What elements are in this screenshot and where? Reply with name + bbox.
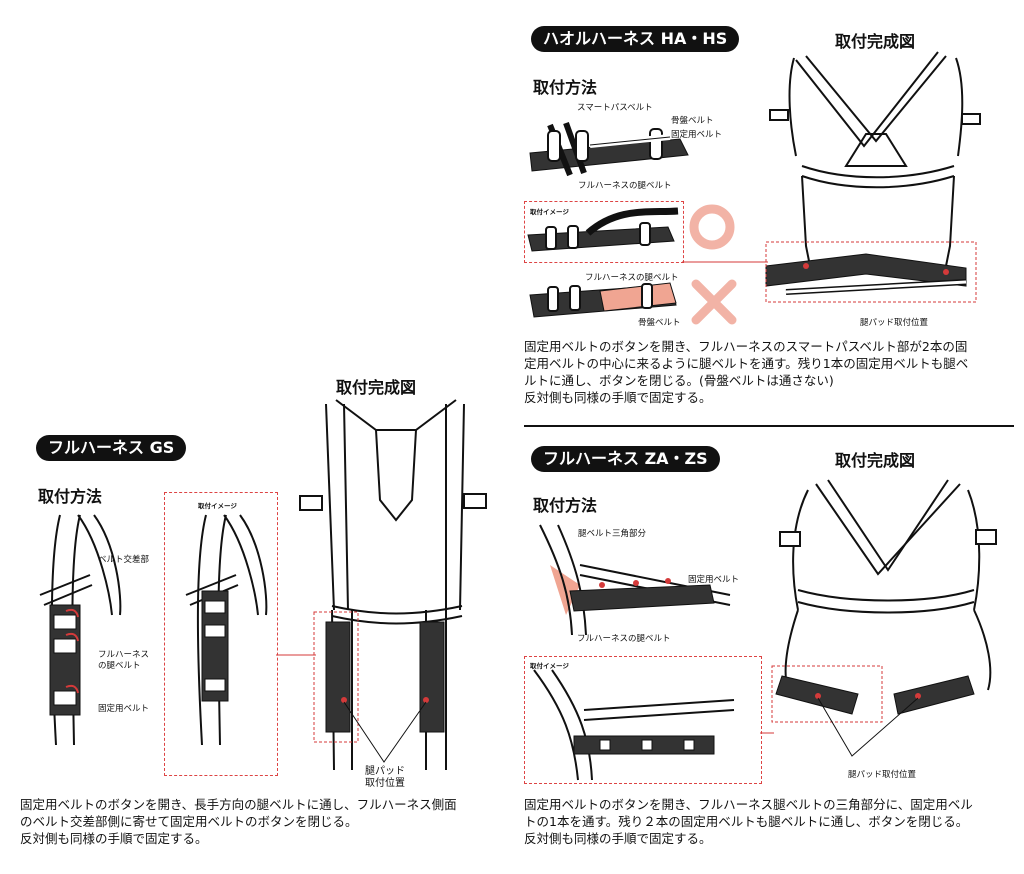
ha-hs-completed-harness — [765, 51, 981, 303]
method-heading-gs: 取付方法 — [38, 487, 103, 506]
complete-heading-ha-hs: 取付完成図 — [835, 32, 916, 51]
complete-heading-gs: 取付完成図 — [336, 378, 417, 397]
ha-hs-ok-illustration — [527, 207, 679, 252]
za-zs-method-illustration — [539, 524, 731, 636]
section-title-ha-hs: ハオルハーネス HA・HS — [531, 26, 740, 52]
label-gs-pad-position: 腿パッド 取付位置 — [365, 766, 405, 789]
ha-hs-image-tag: 取付イメージ — [530, 208, 569, 216]
ha-hs-ng-illustration — [529, 282, 677, 318]
label-fixing-belt: 固定用ベルト — [671, 130, 723, 140]
method-heading-za-zs: 取付方法 — [533, 496, 598, 515]
ha-hs-description: 固定用ベルトのボタンを開き、フルハーネスのスマートパスベルト部が2本の固 定用ベ… — [524, 339, 969, 405]
label-za-zs-fixing-belt: 固定用ベルト — [688, 575, 740, 585]
method-heading-ha-hs: 取付方法 — [533, 78, 598, 97]
label-za-zs-leg-belt: フルハーネスの腿ベルト — [577, 634, 671, 644]
label-gs-fixing-belt: 固定用ベルト — [98, 704, 150, 714]
label-pad-position-ha-hs: 腿パッド取付位置 — [860, 318, 929, 328]
za-zs-image-illustration — [533, 669, 735, 781]
za-zs-connector-line — [760, 732, 774, 734]
section-divider — [524, 425, 1014, 427]
ok-circle-icon — [689, 204, 735, 250]
gs-description: 固定用ベルトのボタンを開き、長手方向の腿ベルトに通し、フルハーネス側面 のベルト… — [20, 797, 457, 846]
complete-heading-za-zs: 取付完成図 — [835, 451, 916, 470]
gs-connector-line — [276, 654, 316, 656]
section-title-gs: フルハーネス GS — [36, 435, 187, 461]
ha-hs-connector-line — [682, 261, 768, 263]
label-za-zs-pad-position: 腿パッド取付位置 — [848, 770, 917, 780]
label-gs-leg-belt: フルハーネス の腿ベルト — [98, 650, 150, 671]
ha-hs-method-illustration — [529, 121, 689, 177]
za-zs-completed-harness — [771, 479, 997, 757]
label-smart-pass-belt: スマートパスベルト — [577, 103, 653, 113]
ha-hs-image-box — [524, 201, 684, 263]
section-title-za-zs: フルハーネス ZA・ZS — [531, 446, 720, 472]
ng-cross-icon — [691, 279, 737, 325]
za-zs-image-tag: 取付イメージ — [530, 662, 569, 670]
za-zs-description: 固定用ベルトのボタンを開き、フルハーネス腿ベルトの三角部分に、固定用ベル トの1… — [524, 797, 973, 846]
label-triangle-part: 腿ベルト三角部分 — [578, 529, 647, 539]
za-zs-image-box — [524, 656, 762, 784]
gs-image-illustration — [185, 514, 268, 746]
label-pelvic-belt: 骨盤ベルト — [671, 116, 714, 126]
gs-method-illustration — [39, 514, 122, 746]
label-leg-belt-2: フルハーネスの腿ベルト — [585, 273, 679, 283]
label-belt-cross: ベルト交差部 — [98, 555, 150, 565]
gs-image-tag: 取付イメージ — [198, 502, 237, 510]
label-leg-belt: フルハーネスの腿ベルト — [578, 181, 672, 191]
gs-completed-harness — [299, 399, 487, 771]
label-pelvic-belt-2: 骨盤ベルト — [638, 318, 681, 328]
gs-image-box — [164, 492, 278, 776]
